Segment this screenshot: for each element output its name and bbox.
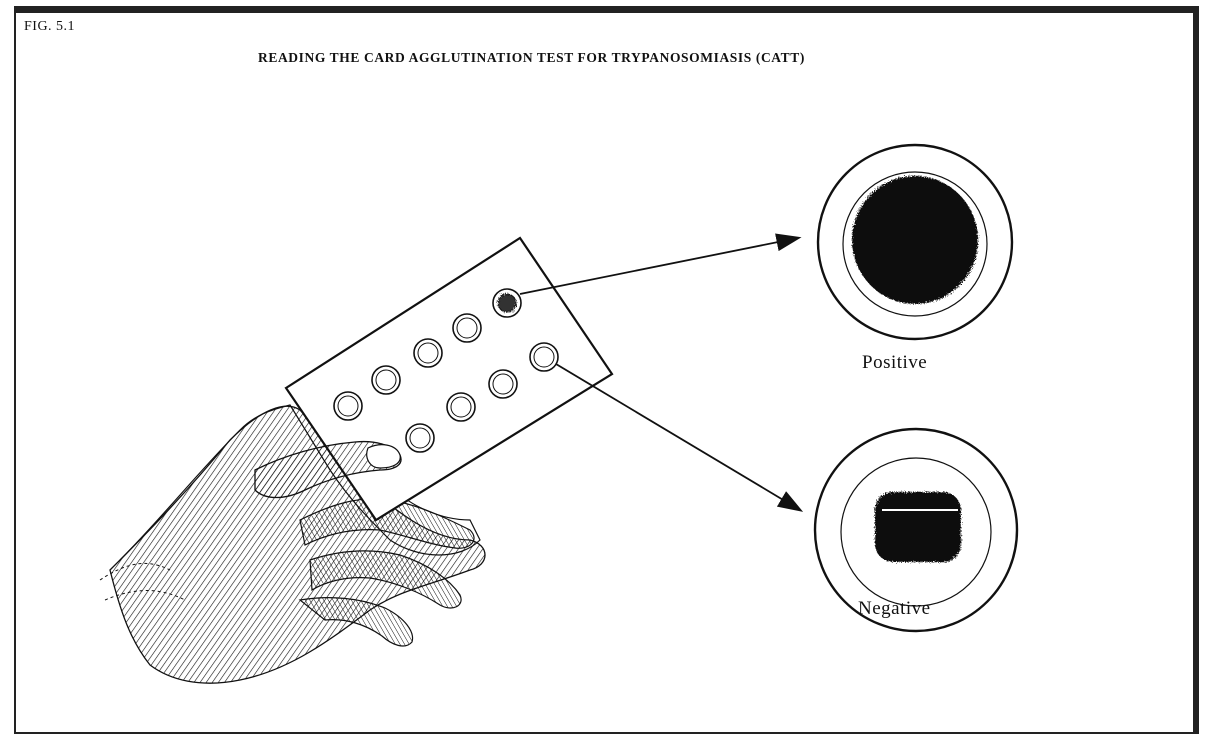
negative-caption: Negative [858, 598, 931, 620]
arrow-to-positive [520, 238, 798, 294]
arrow-to-negative [556, 364, 800, 510]
positive-caption: Positive [862, 352, 927, 374]
thumbnail-illustration [367, 445, 401, 468]
positive-result-well [818, 145, 1012, 339]
